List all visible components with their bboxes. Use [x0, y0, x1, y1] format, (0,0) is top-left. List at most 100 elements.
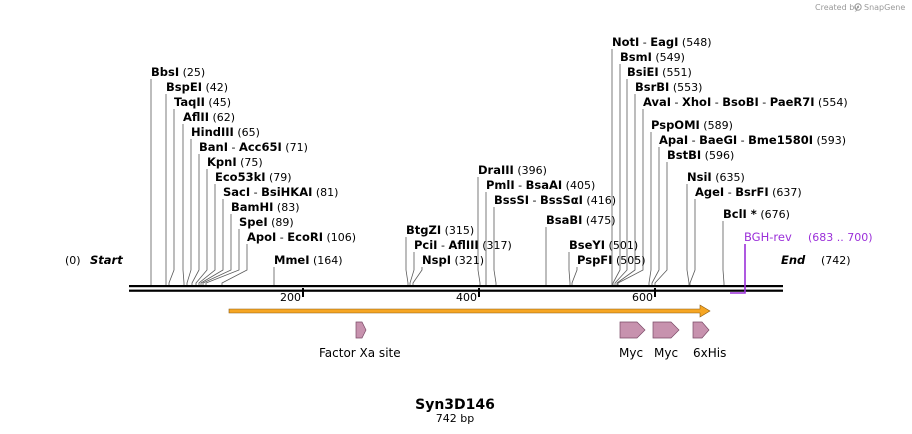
- site-position: (315): [441, 224, 474, 237]
- site-position: (106): [323, 231, 356, 244]
- site-position: (62): [209, 111, 235, 124]
- enzyme-name: BaeGI: [699, 133, 737, 147]
- restriction-sites: BbsI (25)BspEI (42)TaqII (45)AflII (62)H…: [151, 35, 848, 267]
- site-position: (75): [237, 156, 263, 169]
- feature-label: Myc: [654, 346, 678, 360]
- site-label[interactable]: Eco53kI (79): [215, 170, 292, 184]
- enzyme-name: BamHI: [231, 200, 273, 214]
- site-position: (317): [479, 239, 512, 252]
- site-label[interactable]: BanI - Acc65I (71): [199, 140, 308, 154]
- site-separator: -: [515, 179, 526, 192]
- site-position: (501): [605, 239, 638, 252]
- feature-factor-xa[interactable]: [355, 321, 367, 339]
- site-position: (81): [312, 186, 338, 199]
- site-label[interactable]: SpeI (89): [239, 215, 294, 229]
- enzyme-name: AflII: [183, 110, 209, 124]
- site-leader-line: [198, 184, 216, 286]
- site-position: (551): [659, 66, 692, 79]
- site-label[interactable]: BtgZI (315): [406, 223, 474, 237]
- site-label[interactable]: NotI - EagI (548): [612, 35, 712, 49]
- site-leader-line: [614, 79, 628, 286]
- site-position: (637): [769, 186, 802, 199]
- enzyme-name: BsiHKAI: [261, 185, 312, 199]
- enzyme-name: BsaBI: [546, 213, 582, 227]
- primer-bgh-rev[interactable]: BGH-rev (683 .. 700): [730, 230, 873, 294]
- site-label[interactable]: NsiI (635): [687, 170, 745, 184]
- enzyme-name: EagI: [650, 35, 678, 49]
- site-label[interactable]: TaqII (45): [174, 95, 231, 109]
- site-leader-lines: [150, 49, 725, 286]
- site-label[interactable]: BamHI (83): [231, 200, 300, 214]
- site-label[interactable]: PciI - AflIII (317): [414, 238, 512, 252]
- site-position: (71): [282, 141, 308, 154]
- site-label[interactable]: PmlI - BsaAI (405): [486, 178, 595, 192]
- site-label[interactable]: PspFI (505): [577, 253, 646, 267]
- site-leader-line: [182, 124, 185, 286]
- site-label[interactable]: BclI * (676): [723, 207, 790, 221]
- site-label[interactable]: BsrBI (553): [635, 80, 702, 94]
- site-label[interactable]: BstBI (596): [667, 148, 734, 162]
- site-leader-line: [409, 252, 415, 286]
- enzyme-name: NspI: [422, 253, 451, 267]
- enzyme-name: Acc65I: [239, 140, 282, 154]
- tick-label: 400: [456, 291, 477, 304]
- site-label[interactable]: BbsI (25): [151, 65, 205, 79]
- site-separator: -: [671, 96, 682, 109]
- enzyme-name: BsmI: [620, 50, 652, 64]
- site-position: (548): [678, 36, 711, 49]
- site-label[interactable]: BsaBI (475): [546, 213, 616, 227]
- site-separator: -: [737, 134, 748, 147]
- orf-arrow[interactable]: [228, 304, 711, 318]
- site-label[interactable]: AflII (62): [183, 110, 235, 124]
- enzyme-name: PspFI: [577, 253, 612, 267]
- site-label[interactable]: BseYI (501): [569, 238, 638, 252]
- enzyme-name: SpeI: [239, 215, 268, 229]
- enzyme-name: PciI: [414, 238, 437, 252]
- enzyme-name: DraIII: [478, 163, 514, 177]
- feature-myc-2[interactable]: [652, 321, 680, 339]
- enzyme-name: XhoI: [682, 95, 711, 109]
- feature-label: Factor Xa site: [319, 346, 401, 360]
- site-separator: -: [228, 141, 239, 154]
- enzyme-name: AflIII: [448, 238, 478, 252]
- site-leader-line: [186, 139, 192, 286]
- site-position: (554): [815, 96, 848, 109]
- site-position: (553): [669, 81, 702, 94]
- feature-label: 6xHis: [693, 346, 726, 360]
- enzyme-name: BsoBI: [722, 95, 759, 109]
- site-separator: -: [250, 186, 261, 199]
- site-label[interactable]: HindIII (65): [191, 125, 260, 139]
- site-leader-line: [412, 267, 423, 286]
- site-label[interactable]: AvaI - XhoI - BsoBI - PaeR7I (554): [643, 95, 848, 109]
- site-label[interactable]: MmeI (164): [274, 253, 343, 267]
- site-position: (89): [268, 216, 294, 229]
- site-label[interactable]: BssSI - BssSαI (416): [494, 193, 616, 207]
- site-position: (676): [757, 208, 790, 221]
- site-label[interactable]: ApoI - EcoRI (106): [247, 230, 356, 244]
- site-leader-line: [617, 109, 644, 286]
- site-label[interactable]: BsmI (549): [620, 50, 685, 64]
- site-position: (405): [562, 179, 595, 192]
- site-label[interactable]: DraIII (396): [478, 163, 547, 177]
- enzyme-name: EcoRI: [287, 230, 323, 244]
- site-label[interactable]: BsiEI (551): [627, 65, 692, 79]
- enzyme-name: NsiI: [687, 170, 712, 184]
- feature-myc-1[interactable]: [619, 321, 646, 339]
- site-label[interactable]: AgeI - BsrFI (637): [695, 185, 802, 199]
- sequence-length: 742 bp: [436, 412, 474, 425]
- site-position: (593): [813, 134, 846, 147]
- site-label[interactable]: BspEI (42): [166, 80, 228, 94]
- site-position: (42): [202, 81, 228, 94]
- site-position: (596): [701, 149, 734, 162]
- site-leader-line: [195, 169, 208, 286]
- enzyme-name: BseYI: [569, 238, 605, 252]
- site-label[interactable]: SacI - BsiHKAI (81): [223, 185, 338, 199]
- feature-6xhis[interactable]: [692, 321, 710, 339]
- site-label[interactable]: NspI (321): [422, 253, 484, 267]
- enzyme-name: BclI *: [723, 207, 757, 221]
- site-label[interactable]: ApaI - BaeGI - Bme1580I (593): [659, 133, 846, 147]
- site-label[interactable]: KpnI (75): [207, 155, 263, 169]
- site-label[interactable]: PspOMI (589): [651, 118, 733, 132]
- site-position: (396): [514, 164, 547, 177]
